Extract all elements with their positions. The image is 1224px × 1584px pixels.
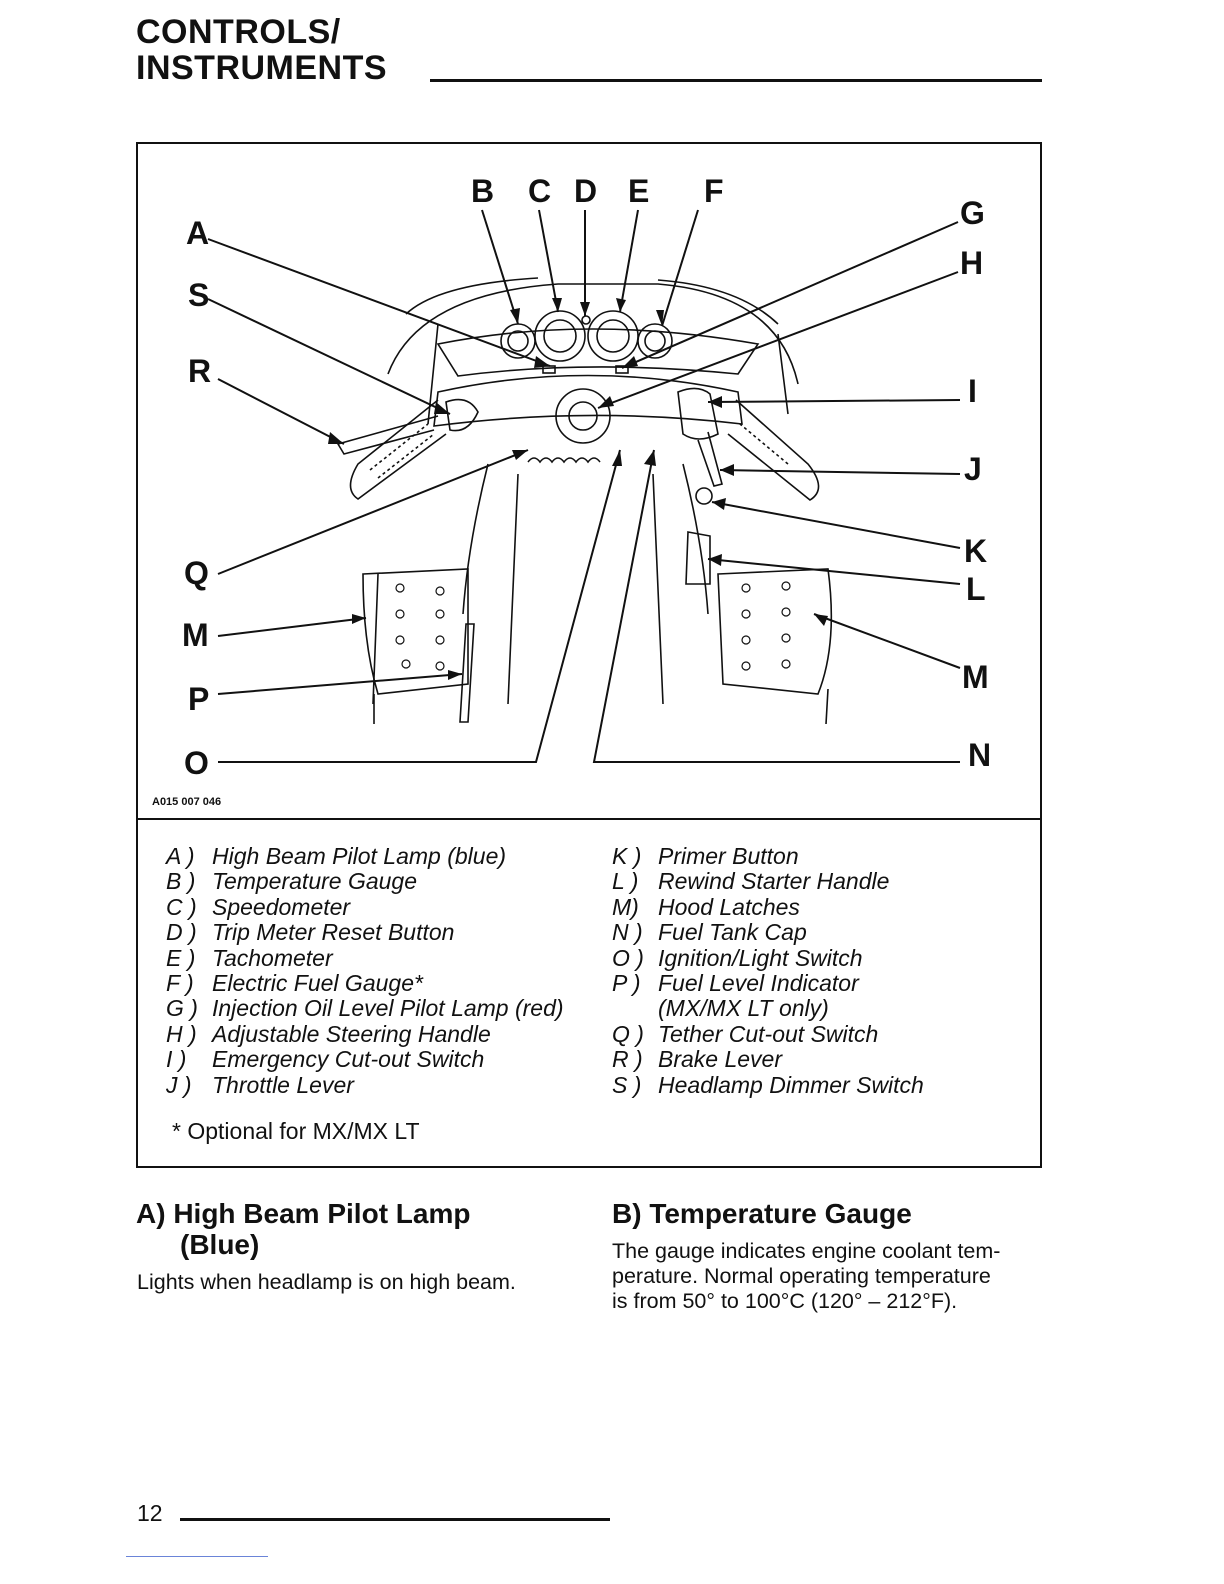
legend-item-continuation: (MX/MX LT only) [658, 995, 829, 1022]
legend-left: A )High Beam Pilot Lamp (blue) B )Temper… [166, 843, 564, 1098]
callout-o: O [184, 745, 209, 781]
section-b-line: The gauge indicates engine coolant tem- [612, 1239, 1001, 1263]
callout-l: L [966, 571, 986, 607]
page-header: CONTROLS/ INSTRUMENTS [136, 14, 387, 86]
figure-frame: A B C D E F G H I J K L M N O P Q R S M … [136, 142, 1042, 1168]
callout-i: I [968, 373, 977, 409]
callout-n: N [968, 737, 991, 773]
figure-id: A015 007 046 [152, 796, 222, 808]
section-a-title-line2: (Blue) [180, 1229, 260, 1260]
header-line-2: INSTRUMENTS [136, 49, 388, 87]
header-line-1: CONTROLS/ [136, 13, 341, 51]
callout-r: R [188, 353, 211, 389]
callout-a: A [186, 215, 209, 251]
scan-edge-line [126, 1556, 268, 1557]
callout-c: C [528, 173, 551, 209]
callout-g: G [960, 195, 985, 231]
legend-right: K )Primer Button L )Rewind Starter Handl… [612, 843, 924, 1098]
legend-item: A )High Beam Pilot Lamp (blue) [166, 843, 507, 869]
callout-k: K [964, 533, 987, 569]
callout-m-left: M [182, 617, 209, 653]
section-a-body: Lights when headlamp is on high beam. [137, 1270, 516, 1294]
legend-item: B )Temperature Gauge [166, 868, 418, 895]
callout-h: H [960, 245, 983, 281]
callout-f: F [704, 173, 724, 209]
legend-item: L )Rewind Starter Handle [612, 868, 890, 895]
section-b-body: The gauge indicates engine coolant tem- … [612, 1239, 1000, 1314]
legend-item: S )Headlamp Dimmer Switch [612, 1071, 924, 1098]
legend-item: Q )Tether Cut-out Switch [612, 1020, 879, 1047]
section-b-line: is from 50° to 100°C (120° – 212°F). [612, 1289, 958, 1313]
legend-item: J )Throttle Lever [166, 1071, 354, 1098]
legend-item: C )Speedometer [166, 893, 351, 920]
legend-item: D )Trip Meter Reset Button [166, 919, 455, 946]
legend-item: M)Hood Latches [612, 893, 800, 920]
footer-rule [180, 1518, 610, 1521]
legend-item: K )Primer Button [612, 843, 799, 869]
header-rule [430, 79, 1042, 82]
legend-item: I )Emergency Cut-out Switch [166, 1046, 485, 1073]
section-a-title-line1: A) High Beam Pilot Lamp [136, 1198, 471, 1229]
callout-p: P [188, 681, 209, 717]
legend-item: H )Adjustable Steering Handle [166, 1020, 491, 1047]
legend-item: R )Brake Lever [612, 1046, 783, 1073]
legend-item: P )Fuel Level Indicator [612, 970, 859, 997]
legend-item: F )Electric Fuel Gauge* [166, 970, 423, 997]
section-a-title: A) High Beam Pilot Lamp (Blue) [136, 1198, 470, 1260]
figure-divider [138, 818, 1040, 820]
callout-q: Q [184, 555, 209, 591]
legend-item: G )Injection Oil Level Pilot Lamp (red) [166, 995, 564, 1022]
legend-footnote: * Optional for MX/MX LT [172, 1118, 420, 1144]
callout-b: B [471, 173, 494, 209]
callout-s: S [188, 277, 209, 313]
section-b-line: perature. Normal operating temperature [612, 1264, 991, 1288]
callout-m-right: M [962, 659, 989, 695]
page-number: 12 [137, 1500, 163, 1526]
callout-e: E [628, 173, 649, 209]
legend-item: N )Fuel Tank Cap [612, 919, 807, 946]
legend-item: E )Tachometer [166, 944, 333, 971]
callout-d: D [574, 173, 597, 209]
controls-diagram: A B C D E F G H I J K L M N O P Q R S M [182, 173, 991, 781]
legend-item: O )Ignition/Light Switch [612, 944, 863, 971]
callout-j: J [964, 451, 982, 487]
section-b-title: B) Temperature Gauge [612, 1198, 912, 1229]
